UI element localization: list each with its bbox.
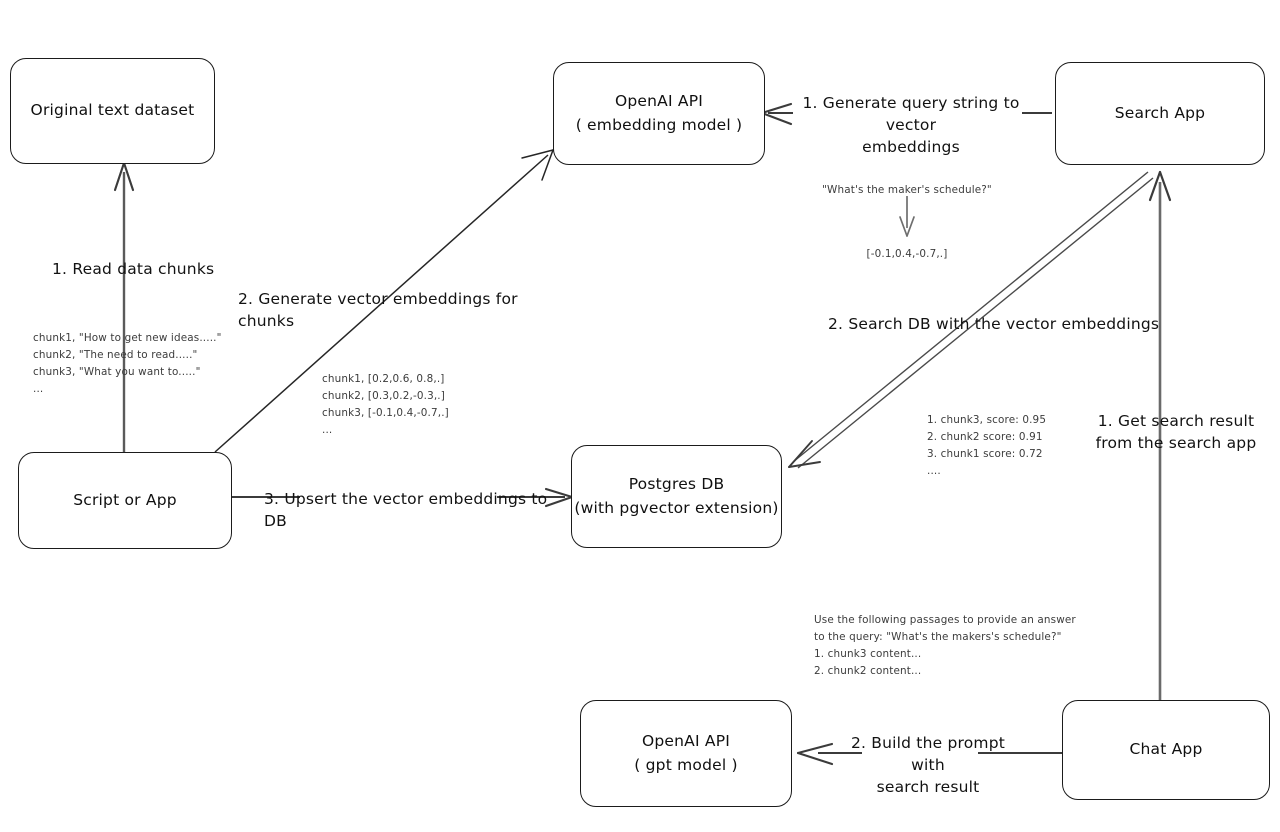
edge-label-get-search-result: 1. Get search result from the search app: [1095, 412, 1257, 452]
edge-label-upsert-to-db: 3. Upsert the vector embeddings to DB: [264, 490, 548, 530]
edge-read-data-chunks: [113, 161, 135, 455]
note-search-results: 1. chunk3, score: 0.95 2. chunk2 score: …: [927, 414, 1047, 477]
node-script-or-app[interactable]: Script or App: [18, 452, 232, 549]
node-openai-embedding-api-line2: ( embedding model ): [575, 115, 743, 134]
node-openai-gpt-api-line1: OpenAI API: [641, 732, 731, 751]
node-openai-embedding-api[interactable]: OpenAI API ( embedding model ): [553, 62, 765, 165]
node-chat-app[interactable]: Chat App: [1062, 700, 1270, 800]
note-prompt-text: Use the following passages to provide an…: [814, 614, 1076, 677]
node-openai-gpt-api-line2: ( gpt model ): [634, 755, 738, 774]
edge-label-generate-vector-embeddings: 2. Generate vector embeddings for chunks: [238, 290, 518, 330]
node-original-text-dataset-line1: Original text dataset: [30, 101, 195, 120]
edge-label-search-db: 2. Search DB with the vector embeddings: [828, 315, 1160, 333]
edge-query-to-vector: [899, 196, 915, 237]
node-openai-gpt-api[interactable]: OpenAI API ( gpt model ): [580, 700, 792, 807]
edge-label-build-prompt: 2. Build the prompt with search result: [850, 734, 1006, 796]
edge-label-generate-query-embeddings: 1. Generate query string to vector embed…: [802, 94, 1020, 156]
node-search-app-line1: Search App: [1114, 103, 1206, 122]
note-chunk-vectors: chunk1, [0.2,0.6, 0.8,.] chunk2, [0.3,0.…: [322, 373, 449, 436]
note-chunks-sample: chunk1, "How to get new ideas....." chun…: [33, 332, 222, 395]
edge-label-read-data-chunks: 1. Read data chunks: [52, 260, 215, 278]
node-original-text-dataset[interactable]: Original text dataset: [10, 58, 215, 164]
note-query-vector: [-0.1,0.4,-0.7,.]: [866, 248, 948, 260]
node-postgres-db-line1: Postgres DB: [628, 475, 725, 494]
node-chat-app-line1: Chat App: [1129, 740, 1203, 759]
node-postgres-db-line2: (with pgvector extension): [574, 498, 779, 517]
node-openai-embedding-api-line1: OpenAI API: [614, 92, 704, 111]
note-query-string: "What's the maker's schedule?": [822, 184, 992, 196]
node-search-app[interactable]: Search App: [1055, 62, 1265, 165]
node-postgres-db[interactable]: Postgres DB (with pgvector extension): [571, 445, 782, 548]
node-script-or-app-line1: Script or App: [73, 490, 177, 509]
